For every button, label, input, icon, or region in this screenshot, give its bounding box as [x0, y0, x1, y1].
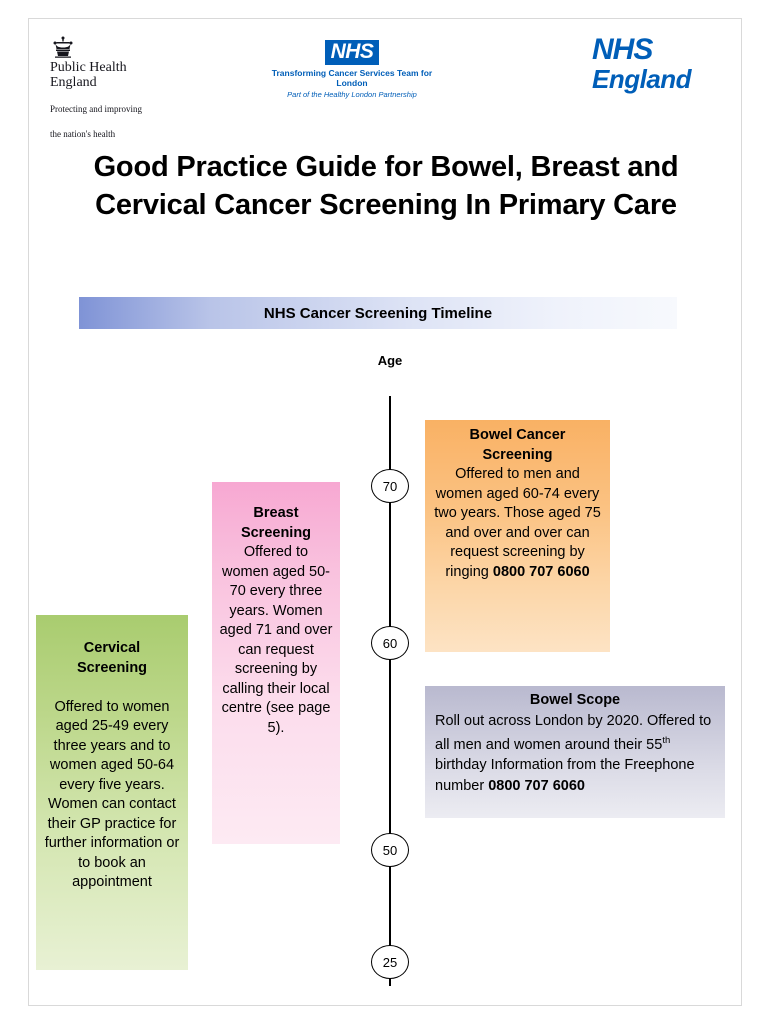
breast-screening-body: Offered to women aged 50-70 every three …	[219, 544, 333, 736]
breast-screening-title-line2: Screening	[240, 524, 312, 541]
breast-screening-box: Breast Screening Offered to women aged 5…	[212, 482, 340, 844]
cervical-screening-title-line1: Cervical	[83, 640, 141, 656]
age-node-60: 60	[371, 626, 409, 660]
bowel-cancer-phone: 0800 707 6060	[492, 563, 590, 580]
public-health-england-logo: Public Health England Protecting and imp…	[50, 36, 240, 140]
cervical-screening-box: Cervical Screening Offered to women aged…	[36, 615, 188, 970]
phe-strapline-line1: Protecting and improving	[50, 104, 142, 114]
bowel-cancer-body: Offered to men and women aged 60-74 ever…	[434, 466, 601, 580]
bowel-scope-body-part1: Roll out across London by 2020. Offered …	[435, 712, 712, 753]
cervical-screening-body: Offered to women aged 25-49 every three …	[44, 698, 180, 891]
timeline-axis-label: Age	[377, 353, 403, 368]
timeline-axis-line	[389, 396, 391, 986]
nhs-england-line2: England	[592, 64, 692, 94]
cervical-screening-title-line2: Screening	[76, 659, 148, 676]
nhs-logo-mark: NHS	[324, 40, 380, 65]
bowel-cancer-screening-box: Bowel Cancer Screening Offered to men an…	[425, 420, 610, 652]
tcst-line1: Transforming Cancer Services Team for Lo…	[271, 68, 433, 88]
timeline-banner: NHS Cancer Screening Timeline	[79, 297, 677, 329]
bowel-scope-phone: 0800 707 6060	[488, 777, 585, 794]
age-node-70-label: 70	[382, 478, 398, 494]
phe-strapline-line2: the nation's health	[50, 129, 116, 139]
age-node-50: 50	[371, 833, 409, 867]
age-node-50-label: 50	[382, 842, 398, 858]
tcst-line2: Part of the Healthy London Partnership	[287, 90, 417, 99]
nhs-england-logo: NHS England	[592, 34, 720, 93]
age-node-60-label: 60	[382, 635, 398, 651]
age-node-25: 25	[371, 945, 409, 979]
royal-crown-icon	[53, 36, 73, 58]
bowel-scope-box: Bowel Scope Roll out across London by 20…	[425, 686, 725, 818]
bowel-cancer-title-line2: Screening	[482, 446, 553, 463]
phe-name-line1: Public Health	[50, 60, 127, 75]
nhs-england-line1: NHS	[592, 34, 720, 65]
page-title: Good Practice Guide for Bowel, Breast an…	[93, 151, 679, 221]
tcst-logo: NHS Transforming Cancer Services Team fo…	[262, 40, 442, 99]
breast-screening-title-line1: Breast	[253, 505, 299, 521]
bowel-scope-title: Bowel Scope	[529, 692, 621, 708]
bowel-cancer-title-line1: Bowel Cancer	[469, 427, 566, 443]
bowel-scope-body-part2: birthday Information from the Freephone …	[435, 757, 695, 794]
timeline-banner-label: NHS Cancer Screening Timeline	[263, 304, 493, 322]
bowel-scope-superscript: th	[662, 735, 671, 746]
age-node-25-label: 25	[382, 954, 398, 970]
phe-name-line2: England	[50, 75, 97, 90]
page-border	[28, 18, 742, 1006]
age-node-70: 70	[371, 469, 409, 503]
